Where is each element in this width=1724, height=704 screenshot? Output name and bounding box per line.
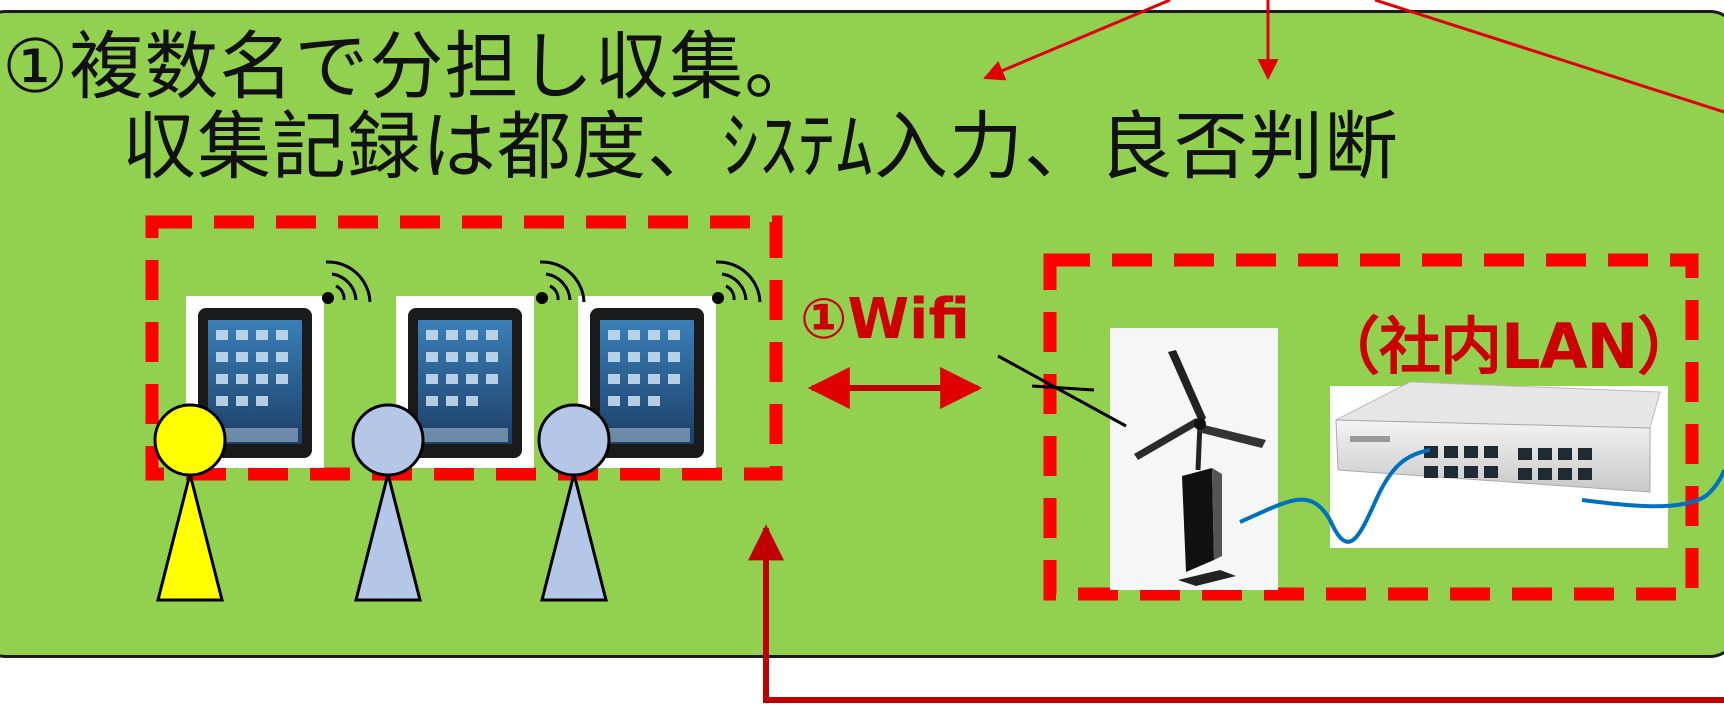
tablet-group-box	[145, 215, 783, 481]
title-line-2: 収集記録は都度、ｼｽﾃﾑ入力、良否判断	[122, 104, 1399, 190]
lan-group-box	[1043, 253, 1699, 601]
lan-label: （社内LAN）	[1318, 310, 1699, 383]
network-switch-icon	[1330, 381, 1668, 548]
tablet-icon	[578, 296, 716, 468]
wireless-signal-icon	[536, 260, 586, 304]
wireless-signal-icon	[712, 260, 762, 304]
wifi-router-icon	[1110, 328, 1278, 590]
pointer-arrows	[983, 0, 1724, 114]
cable-switch-out	[1581, 469, 1724, 509]
person-icon	[153, 403, 227, 602]
wireless-signal-icon	[322, 260, 372, 304]
wifi-label: ①Wifi	[800, 287, 970, 352]
antenna-line	[1031, 384, 1095, 392]
antenna-line	[997, 354, 1127, 428]
person-icon	[351, 403, 425, 602]
cable-router-switch	[1239, 448, 1431, 544]
pointer-arrow-1	[983, 0, 1171, 81]
title-line-1: ①複数名で分担し収集。	[2, 24, 820, 110]
return-arrow	[748, 524, 1724, 703]
person-icon	[537, 403, 611, 602]
pointer-arrow-3	[1374, 0, 1724, 114]
tablet-icon	[186, 296, 324, 468]
